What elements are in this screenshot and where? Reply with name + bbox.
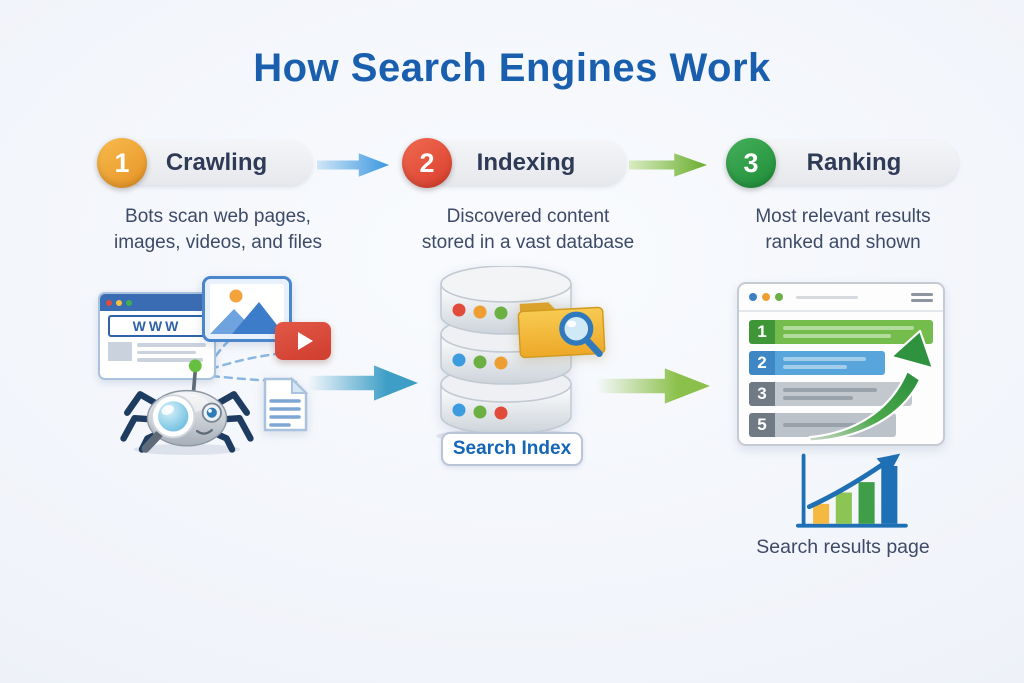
- www-label: WWW: [108, 315, 206, 337]
- step-header-crawling: Crawling 1: [97, 138, 312, 188]
- step-pill: Indexing: [426, 141, 626, 185]
- image-icon: [202, 276, 292, 342]
- step-label-crawling: Crawling: [165, 149, 268, 176]
- step-description-indexing: Discovered content stored in a vast data…: [378, 204, 678, 256]
- step-pill: Crawling: [121, 141, 312, 185]
- yellow-dot-icon: [116, 299, 122, 306]
- orange-dot-icon: [762, 293, 770, 301]
- step-label-ranking: Ranking: [806, 149, 902, 176]
- red-dot-icon: [106, 299, 112, 306]
- step-label-indexing: Indexing: [476, 149, 576, 176]
- description-line: stored in a vast database: [421, 232, 635, 253]
- video-play-icon: [275, 322, 331, 360]
- step-number-badge-1: 1: [97, 138, 147, 188]
- growth-arrow-icon: [808, 329, 935, 443]
- description-line: Bots scan web pages,: [125, 206, 311, 227]
- search-index-label: Search Index: [441, 432, 583, 466]
- page-title: How Search Engines Work: [253, 46, 771, 90]
- result-row-1: 1: [749, 320, 933, 344]
- header-arrow-icon-green: [629, 153, 707, 177]
- step-description-crawling: Bots scan web pages, images, videos, and…: [68, 204, 368, 256]
- step-description-ranking: Most relevant results ranked and shown: [693, 204, 993, 256]
- results-browser-window: 1 2 3 5: [737, 282, 945, 446]
- crawling-illustration: WWW: [90, 270, 355, 480]
- rank-number: 2: [749, 351, 775, 375]
- indexing-illustration: Search Index: [425, 266, 635, 476]
- spider-bot-icon: [120, 359, 254, 455]
- description-line: images, videos, and files: [113, 232, 323, 253]
- play-triangle-icon: [297, 332, 313, 350]
- step-number-badge-3: 3: [726, 138, 776, 188]
- menu-icon: [911, 292, 933, 302]
- description-line: Discovered content: [446, 206, 610, 227]
- header-arrow-icon-blue: [317, 153, 389, 177]
- thumbnail-placeholder: [108, 342, 132, 361]
- chart-caption: Search results page: [756, 536, 930, 558]
- document-icon: [263, 376, 309, 432]
- rank-number: 5: [749, 413, 775, 437]
- browser-titlebar: [739, 284, 943, 312]
- rank-number: 1: [749, 320, 775, 344]
- step-header-ranking: Ranking 3: [726, 138, 958, 188]
- green-dot-icon: [775, 293, 783, 301]
- browser-titlebar: [100, 294, 214, 311]
- result-bar: [775, 320, 933, 344]
- text-lines: [137, 342, 206, 362]
- folder-icon: [517, 302, 606, 359]
- bar-chart-icon: [796, 453, 908, 528]
- step-pill: Ranking: [750, 141, 958, 185]
- address-line: [796, 295, 858, 299]
- magnifier-icon: [559, 311, 603, 358]
- browser-content: [108, 342, 206, 362]
- result-bar: [775, 351, 885, 375]
- step-number-badge-2: 2: [402, 138, 452, 188]
- result-row-2: 2: [749, 351, 933, 375]
- rank-number: 3: [749, 382, 775, 406]
- description-line: Most relevant results: [755, 206, 931, 227]
- blue-dot-icon: [749, 293, 757, 301]
- step-header-indexing: Indexing 2: [402, 138, 626, 188]
- ranked-results-list: 1 2 3 5: [739, 312, 943, 437]
- description-line: ranked and shown: [765, 232, 921, 253]
- result-row-3: 3: [749, 382, 933, 406]
- green-dot-icon: [126, 299, 132, 306]
